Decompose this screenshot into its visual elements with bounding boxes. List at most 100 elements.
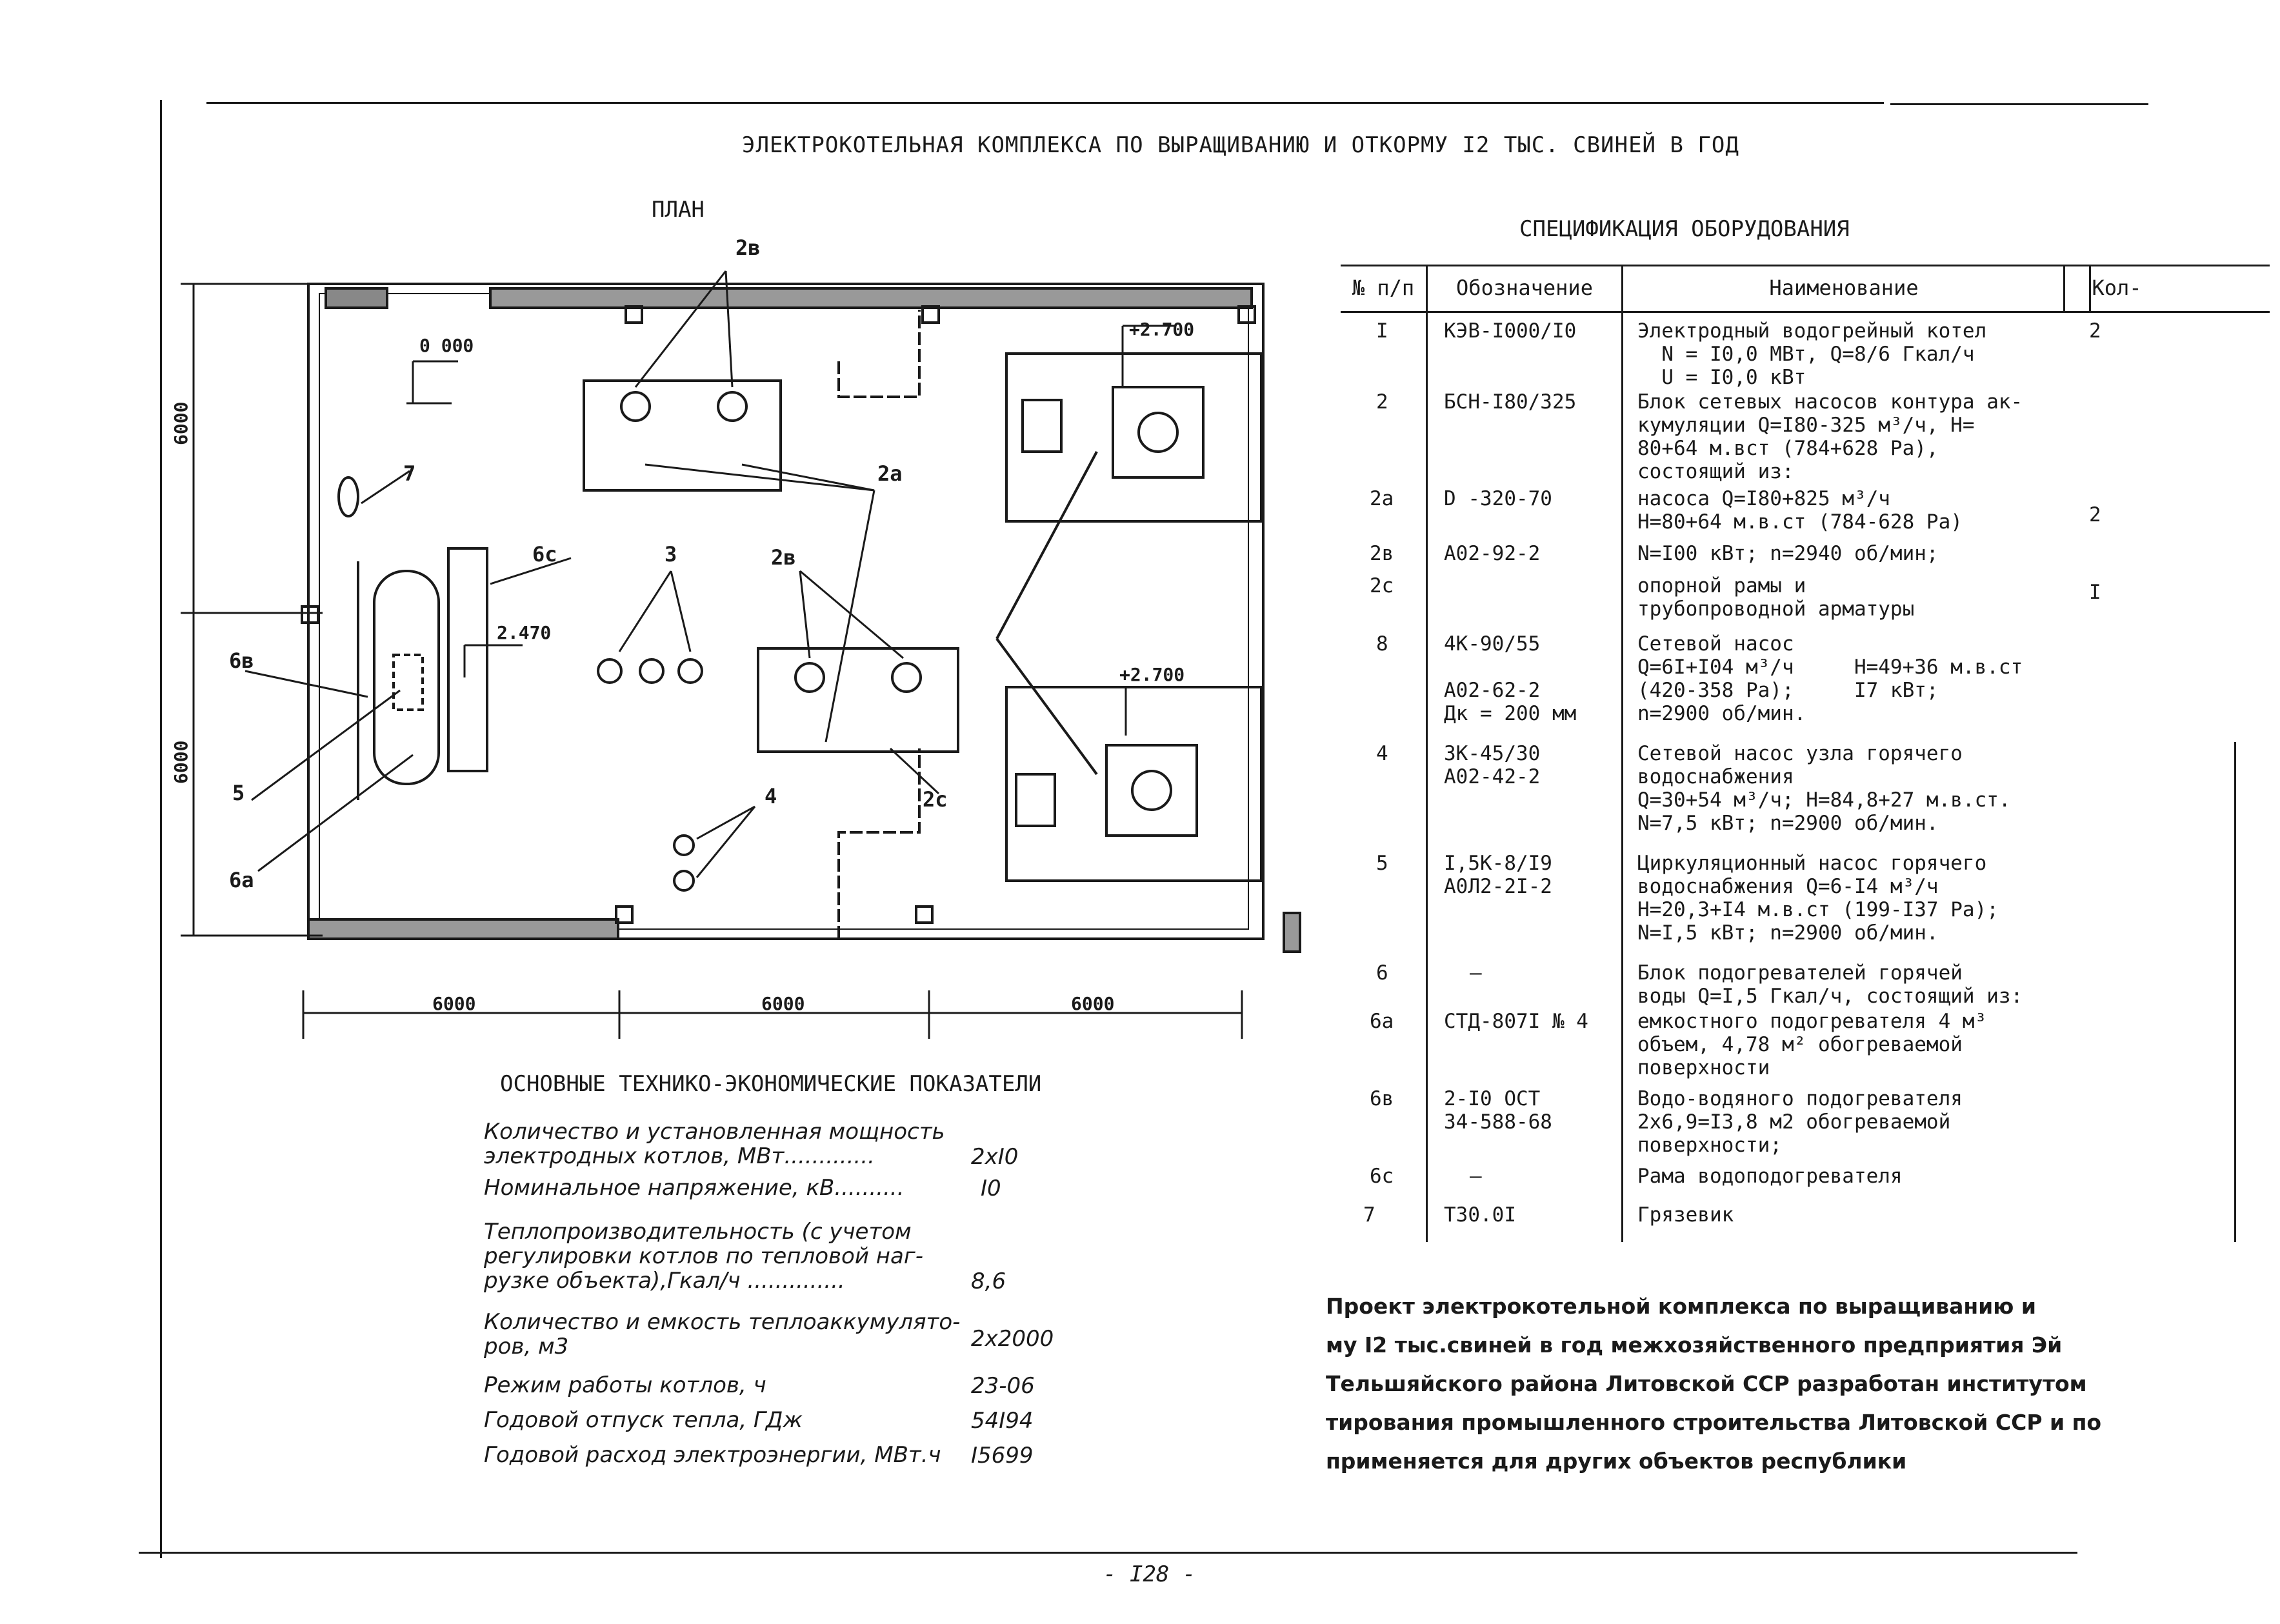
row-code: D -320-70 — [1444, 487, 1552, 510]
row-name: опорной рамы и трубопроводной арматуры — [1637, 574, 1915, 621]
pump — [794, 662, 825, 693]
table-col-line — [2063, 265, 2065, 311]
top-rule — [206, 102, 1884, 104]
indicators-title: ОСНОВНЫЕ ТЕХНИКО-ЭКОНОМИЧЕСКИЕ ПОКАЗАТЕЛ… — [500, 1071, 1042, 1097]
table-col-line — [2234, 742, 2236, 1242]
callout-2c: 2с — [923, 787, 948, 812]
table-col-line — [1621, 265, 1623, 1242]
column — [625, 305, 643, 324]
dimension-label: 6000 — [174, 741, 192, 784]
row-num: 6а — [1370, 1010, 1394, 1033]
heater-frame — [447, 547, 488, 772]
indicator-value: 8,6 — [971, 1268, 1006, 1294]
note-line: применяется для других объектов республи… — [1326, 1449, 1907, 1474]
level-label: +2.700 — [1119, 664, 1185, 685]
boiler — [1112, 386, 1205, 479]
pump-block-frame — [583, 379, 782, 492]
indicator-label: Годовой отпуск тепла, ГДж — [484, 1407, 803, 1433]
row-num: 2в — [1370, 542, 1394, 565]
pump — [639, 658, 665, 684]
outer-wall — [307, 283, 1265, 940]
pump — [597, 658, 623, 684]
indicator-value: 2х2000 — [971, 1326, 1054, 1352]
callout-7: 7 — [403, 461, 415, 486]
column — [301, 605, 319, 624]
left-frame-line — [160, 100, 162, 1558]
dimension-label: 6000 — [432, 993, 475, 1014]
row-code: — — [1470, 1165, 1482, 1188]
row-code: 3К-45/30 А02-42-2 — [1444, 742, 1541, 788]
column — [921, 305, 940, 324]
row-num: 2а — [1370, 487, 1394, 510]
row-code: Т30.0I — [1444, 1203, 1516, 1227]
wall-hatch-top-left — [325, 287, 388, 309]
table-col-line — [2089, 265, 2091, 311]
heater-core — [392, 654, 424, 711]
pump-block-frame — [757, 647, 959, 753]
row-code: КЭВ-I000/I0 — [1444, 319, 1577, 343]
row-num: 2 — [1376, 390, 1388, 414]
level-label: 2.470 — [497, 622, 551, 643]
indicator-value: I0 — [981, 1176, 1001, 1201]
row-code: 2-I0 ОСТ 34-588-68 — [1444, 1087, 1552, 1134]
row-name: Водо-водяного подогревателя 2х6,9=I3,8 м… — [1637, 1087, 1963, 1157]
pump — [673, 870, 695, 892]
pump — [673, 834, 695, 856]
page-title: ЭЛЕКТРОКОТЕЛЬНАЯ КОМПЛЕКСА ПО ВЫРАЩИВАНИ… — [742, 132, 1739, 158]
inner-wall — [319, 293, 1249, 930]
callout-3: 3 — [665, 542, 677, 566]
spec-title: СПЕЦИФИКАЦИЯ ОБОРУДОВАНИЯ — [1519, 216, 1850, 242]
spec-table: № п/п Обозначение Наименование Кол- I КЭ… — [1341, 265, 2270, 1245]
note-line: Тельшяйского района Литовской ССР разраб… — [1326, 1371, 2087, 1396]
row-name: Электродный водогрейный котел N = I0,0 М… — [1637, 319, 1987, 389]
column — [615, 905, 634, 924]
boiler-stairs — [1021, 399, 1063, 453]
row-num: 5 — [1376, 852, 1388, 875]
callout-2v: 2в — [771, 545, 796, 570]
pump — [620, 391, 651, 422]
row-name: емкостного подогревателя 4 м³ объем, 4,7… — [1637, 1010, 1987, 1079]
pump — [717, 391, 748, 422]
indicator-label: Режим работы котлов, ч — [484, 1372, 766, 1398]
row-name: Блок сетевых насосов контура ак- кумуляц… — [1637, 390, 2023, 483]
table-col-line — [1426, 265, 1428, 1242]
page-number: - I28 - — [1103, 1561, 1196, 1587]
indicator-value: I5699 — [971, 1443, 1034, 1469]
row-name: насоса Q=I80+825 м³/ч Н=80+64 м.в.ст (78… — [1637, 487, 1963, 534]
wall-hatch-bottom-right — [1283, 912, 1301, 953]
indicator-value: 2хI0 — [971, 1144, 1019, 1170]
row-num: 6 — [1376, 961, 1388, 985]
row-code: 4К-90/55 А02-62-2 Дк = 200 мм — [1444, 632, 1577, 725]
row-name: Рама водоподогревателя — [1637, 1165, 1903, 1188]
pump — [677, 658, 703, 684]
boiler-core — [1137, 412, 1179, 453]
row-num: I — [1376, 319, 1388, 343]
table-top-line — [1341, 265, 2270, 266]
dimension-label: 6000 — [761, 993, 805, 1014]
row-name: N=I00 кВт; n=2940 об/мин; — [1637, 542, 1939, 565]
boiler-stairs — [1015, 773, 1056, 827]
indicator-label: Количество и установленная мощность элек… — [484, 1119, 945, 1169]
row-name: Сетевой насос узла горячего водоснабжени… — [1637, 742, 2011, 835]
row-qty: 2 — [2089, 319, 2101, 343]
top-rule-right — [1890, 103, 2148, 105]
indicator-label: Годовой расход электроэнергии, МВт.ч — [484, 1442, 941, 1468]
indicator-label: Количество и емкость теплоаккумулято- ро… — [484, 1309, 961, 1359]
indicator-label: Номинальное напряжение, кВ.......... — [484, 1175, 905, 1201]
callout-6a: 6а — [229, 868, 254, 892]
row-qty: I — [2089, 581, 2101, 604]
row-num: 8 — [1376, 632, 1388, 656]
indicator-label: Теплопроизводительность (с учетом регули… — [484, 1219, 923, 1294]
callout-6v: 6в — [229, 648, 254, 673]
callout-2a: 2а — [877, 461, 903, 486]
row-num: 2с — [1370, 574, 1394, 597]
wall-hatch-bottom-left — [307, 918, 619, 940]
row-code: — — [1470, 961, 1482, 985]
note-line: Проект электрокотельной комплекса по выр… — [1326, 1294, 2036, 1319]
boiler — [1105, 744, 1198, 837]
pump — [891, 662, 922, 693]
row-qty: 2 — [2089, 503, 2101, 526]
row-code: А02-92-2 — [1444, 542, 1541, 565]
header-qty: Кол- — [2092, 276, 2142, 300]
column — [1237, 305, 1256, 324]
